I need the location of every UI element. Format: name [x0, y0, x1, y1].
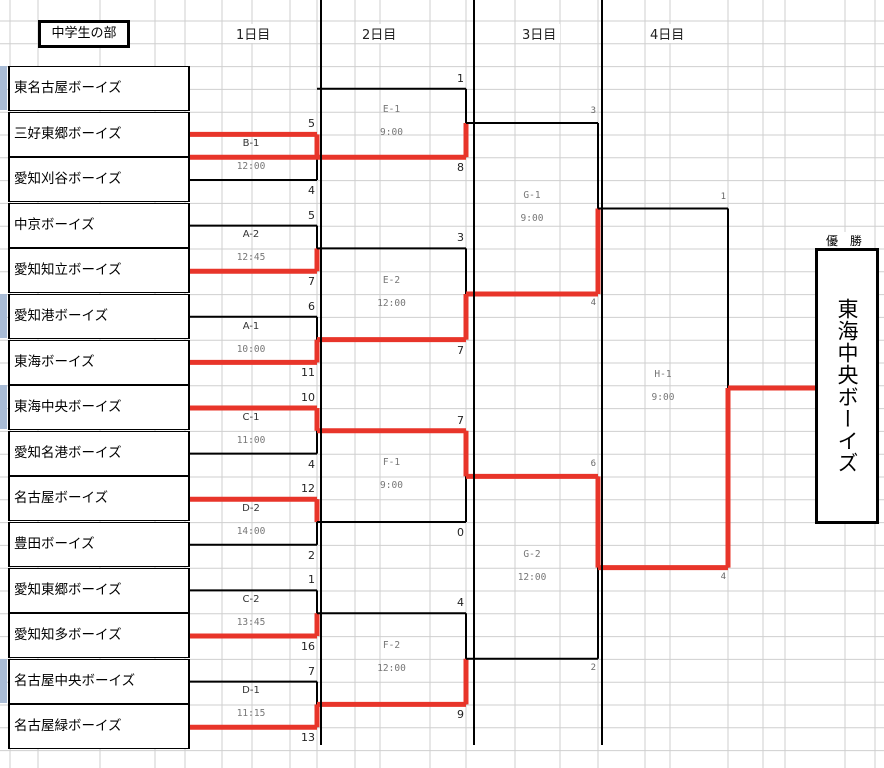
- score-bottom: 4: [308, 457, 315, 471]
- match-time: 10:00: [236, 343, 266, 355]
- score-bottom: 16: [301, 640, 315, 653]
- row-marker: [0, 294, 7, 338]
- score-top: 3: [590, 106, 596, 116]
- team-name: 愛知刈谷ボーイズ: [8, 157, 190, 203]
- team-name: 愛知東郷ボーイズ: [8, 567, 190, 613]
- match-time: 14:00: [236, 526, 266, 537]
- match-time: 13:45: [236, 617, 266, 629]
- score-top: 6: [590, 459, 596, 470]
- score-top: 1: [308, 573, 315, 587]
- score-top: 5: [308, 208, 315, 222]
- day-2-label: 2日目: [358, 24, 401, 43]
- row-marker: [0, 66, 7, 110]
- match-time: 12:00: [377, 298, 406, 309]
- match-time: 9:00: [520, 212, 544, 224]
- day-4-label: 4日目: [646, 24, 689, 43]
- score-bottom: 4: [308, 184, 315, 197]
- score-bottom: 11: [301, 366, 315, 380]
- match-time: 9:00: [380, 127, 403, 138]
- champion-name: 東海中央ボーイズ: [835, 298, 859, 474]
- score-top: 10: [301, 391, 315, 404]
- team-name: 名古屋中央ボーイズ: [8, 658, 190, 704]
- team-name: 中京ボーイズ: [8, 202, 190, 248]
- score-bottom: 13: [301, 731, 315, 745]
- team-name: 愛知名港ボーイズ: [8, 430, 190, 476]
- score-bottom: 8: [457, 161, 464, 175]
- score-top: 12: [301, 482, 315, 496]
- score-bottom: 7: [457, 343, 464, 357]
- match-id: F-2: [382, 639, 401, 651]
- match-time: 12:00: [377, 662, 406, 674]
- champion-box: 東海中央ボーイズ: [815, 248, 879, 524]
- score-top: 1: [720, 191, 726, 202]
- row-marker: [0, 385, 7, 430]
- division-title: 中学生の部: [38, 20, 130, 48]
- score-top: 4: [457, 596, 464, 610]
- match-id: E-2: [382, 275, 401, 286]
- match-id: F-1: [382, 457, 401, 469]
- score-bottom: 0: [457, 526, 464, 539]
- match-id: A-2: [242, 229, 260, 241]
- team-name: 豊田ボーイズ: [8, 522, 190, 567]
- score-bottom: 2: [590, 662, 596, 673]
- match-id: G-1: [523, 189, 541, 201]
- match-time: 11:15: [236, 708, 266, 720]
- match-id: D-2: [242, 503, 260, 514]
- match-time: 9:00: [380, 480, 403, 492]
- team-name: 愛知港ボーイズ: [8, 294, 190, 339]
- team-name: 愛知知立ボーイズ: [8, 248, 190, 294]
- team-name: 三好東郷ボーイズ: [8, 111, 190, 157]
- score-bottom: 4: [720, 571, 726, 582]
- day-1-label: 1日目: [232, 24, 275, 43]
- row-marker: [0, 658, 7, 703]
- team-name: 東名古屋ボーイズ: [8, 66, 190, 111]
- score-top: 7: [308, 664, 315, 678]
- match-id: D-1: [242, 685, 260, 697]
- match-id: B-1: [242, 138, 260, 150]
- team-name: 愛知知多ボーイズ: [8, 613, 190, 659]
- score-top: 5: [308, 117, 315, 131]
- team-name: 名古屋ボーイズ: [8, 476, 190, 522]
- match-time: 12:00: [236, 161, 266, 173]
- score-bottom: 9: [457, 708, 464, 722]
- match-time: 11:00: [236, 434, 266, 446]
- match-id: C-2: [242, 594, 260, 606]
- score-top: 7: [457, 413, 464, 427]
- match-id: H-1: [654, 369, 672, 381]
- match-id: C-1: [242, 411, 260, 423]
- team-name: 名古屋緑ボーイズ: [8, 704, 190, 750]
- day-3-label: 3日目: [518, 24, 561, 43]
- match-time: 12:45: [236, 252, 266, 264]
- champion-title: 優 勝: [826, 232, 866, 249]
- score-bottom: 4: [590, 298, 596, 308]
- score-top: 3: [457, 231, 464, 245]
- match-time: 9:00: [651, 392, 675, 404]
- score-bottom: 2: [308, 548, 315, 562]
- score-top: 1: [457, 71, 464, 85]
- team-name: 東海中央ボーイズ: [8, 385, 190, 431]
- score-top: 6: [308, 299, 315, 313]
- team-name: 東海ボーイズ: [8, 339, 190, 385]
- score-bottom: 7: [308, 275, 315, 289]
- match-id: E-1: [382, 104, 401, 115]
- match-time: 12:00: [517, 571, 547, 583]
- match-id: G-2: [523, 548, 541, 560]
- match-id: A-1: [242, 320, 260, 332]
